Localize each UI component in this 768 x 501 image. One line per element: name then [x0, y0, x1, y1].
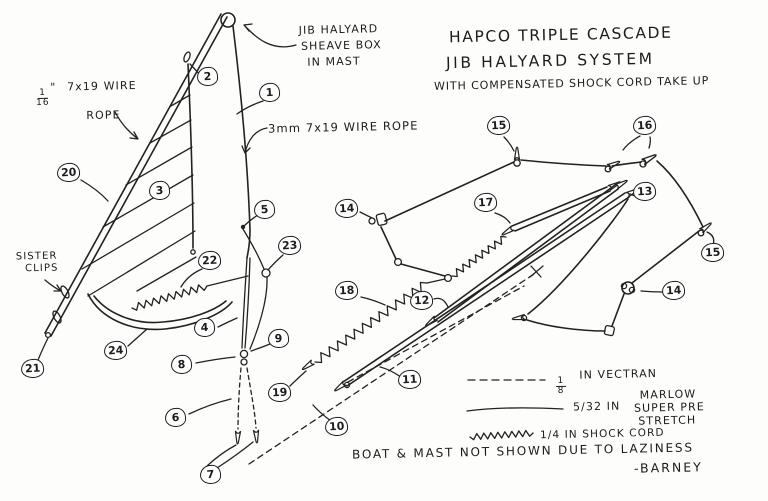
label-sheave-box: JIB HALYARD SHEAVE BOX IN MAST	[298, 22, 382, 69]
sheave-box	[220, 12, 236, 28]
callout-3: 3	[148, 180, 171, 201]
callout-8: 8	[170, 354, 193, 375]
callout-7: 7	[199, 464, 222, 485]
callout-5: 5	[253, 199, 276, 220]
callout-9: 9	[267, 328, 290, 349]
legend-marlow-size: 5/32 IN	[572, 399, 621, 414]
annotation-arrows	[44, 23, 297, 292]
callout-6: 6	[164, 407, 187, 428]
sail-panel-lines	[81, 94, 197, 297]
callout-leaders	[37, 63, 715, 469]
legend-zigzag-sample	[469, 429, 534, 441]
cascade-block	[375, 212, 388, 227]
callout-4: 4	[193, 317, 216, 338]
legend-samples	[466, 379, 564, 441]
vectran-dashed-1	[248, 271, 538, 465]
footer-signature: -BARNEY	[633, 459, 703, 476]
legend-solid-sample	[466, 407, 564, 412]
shock-cord-upper	[451, 235, 507, 278]
label-sister-clips: SISTER CLIPS	[15, 250, 59, 275]
legend-marlow-name: MARLOW SUPER PRE STRETCH	[633, 387, 706, 428]
foot-shock-cord	[131, 284, 208, 311]
sister-clip	[60, 285, 70, 299]
shock-cord-18	[314, 281, 428, 364]
callout-1: 1	[258, 82, 281, 103]
halyard-shackle	[239, 349, 249, 359]
callout-2: 2	[196, 66, 219, 87]
attachment-cross-mark	[529, 265, 544, 278]
vectran-dashed-2	[347, 285, 525, 383]
jib-sail-group	[44, 12, 271, 445]
sister-clip	[52, 310, 62, 324]
cascade-group	[248, 146, 714, 465]
